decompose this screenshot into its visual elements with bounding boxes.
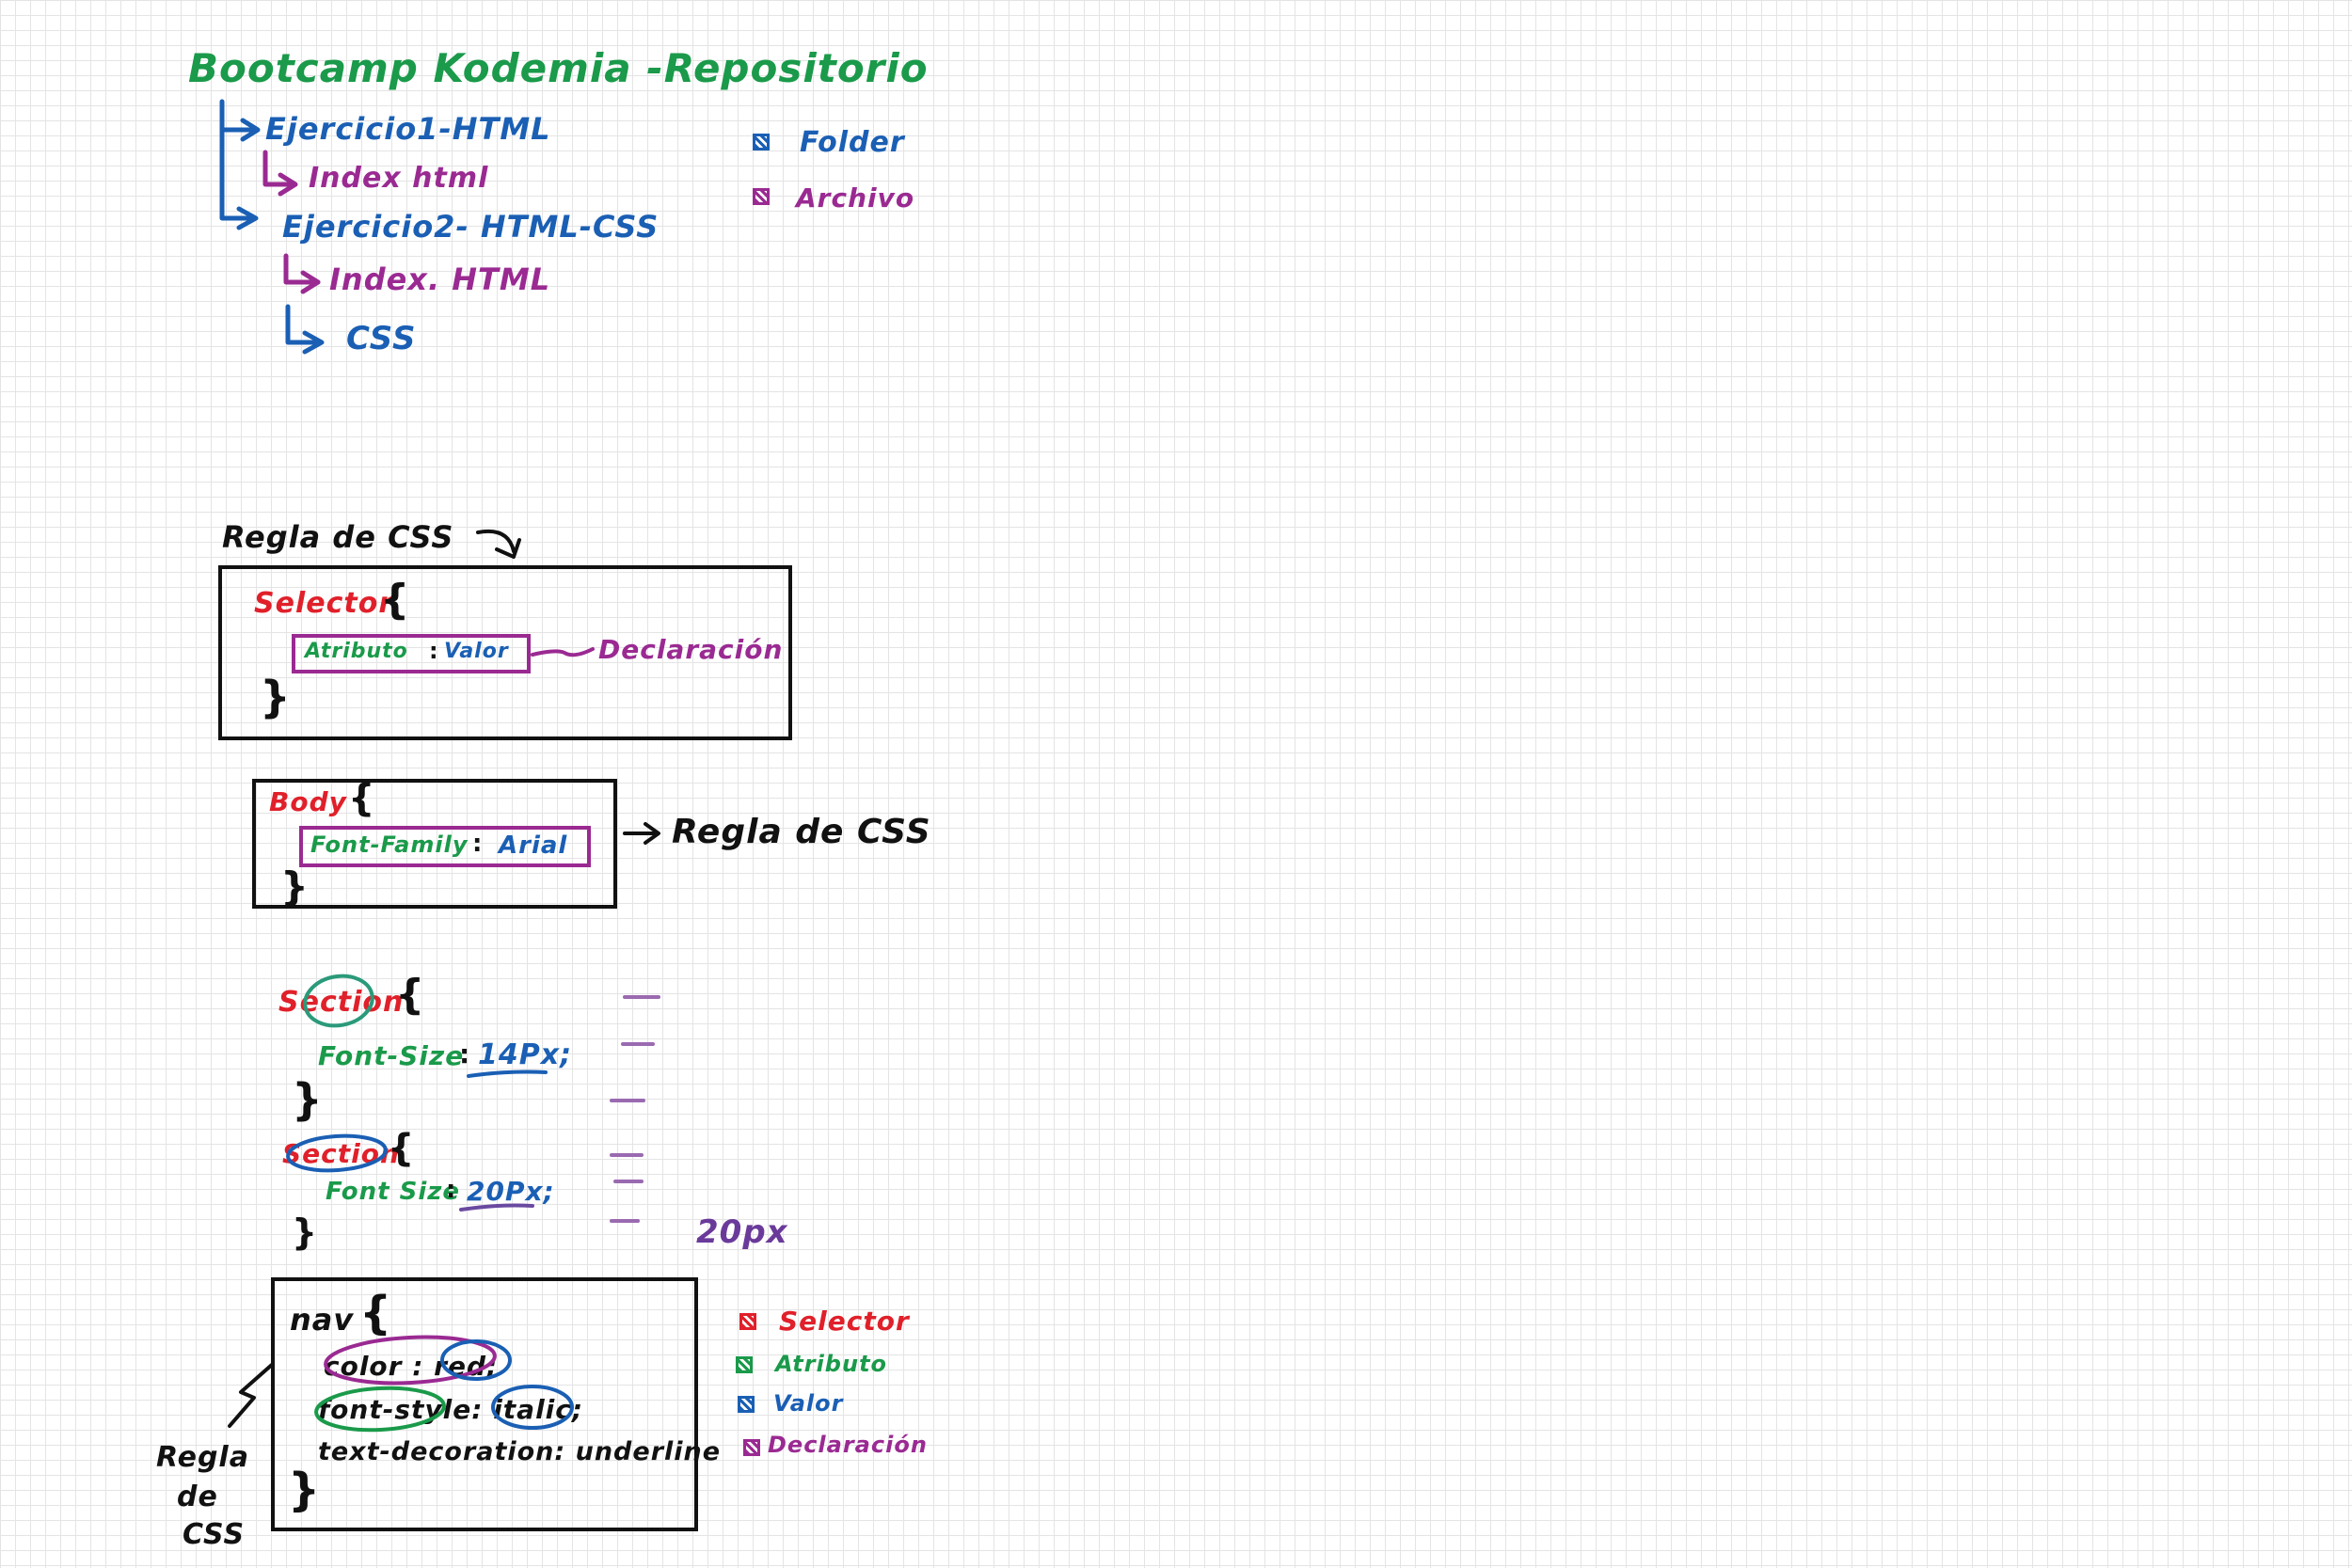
section1-open-brace: { bbox=[395, 971, 426, 1019]
valor-legend-swatch bbox=[738, 1396, 755, 1413]
nav-open-brace: { bbox=[359, 1287, 393, 1339]
section1-close-brace: } bbox=[292, 1074, 324, 1125]
declaracion-legend-swatch bbox=[743, 1439, 760, 1456]
folder-legend-label: Folder bbox=[800, 126, 905, 159]
section2-close-brace: } bbox=[292, 1212, 319, 1253]
rule-open-brace: { bbox=[380, 576, 411, 624]
tree-folder-ejercicio1: Ejercicio1-HTML bbox=[265, 111, 551, 147]
section1-colon: : bbox=[459, 1038, 471, 1069]
section1-selector: Section bbox=[278, 986, 405, 1019]
section2-selector: Section bbox=[282, 1138, 400, 1169]
nav-line-text-decoration: text-decoration: underline bbox=[318, 1437, 722, 1466]
folder-legend-swatch bbox=[753, 134, 770, 150]
body-selector: Body bbox=[269, 786, 347, 817]
selector-legend-label: Selector bbox=[779, 1306, 910, 1337]
declaracion-label: Declaración bbox=[598, 634, 784, 665]
body-declaration-box bbox=[299, 826, 591, 867]
declaracion-legend-label: Declaración bbox=[768, 1432, 928, 1458]
rule-value: Valor bbox=[444, 640, 509, 663]
body-value: Arial bbox=[499, 832, 568, 860]
body-attribute: Font-Family bbox=[310, 832, 469, 858]
nav-annotation-line1: Regla bbox=[156, 1441, 249, 1474]
archivo-legend-label: Archivo bbox=[796, 182, 915, 214]
section2-attribute: Font Size bbox=[326, 1178, 460, 1206]
rule-colon: : bbox=[429, 638, 439, 664]
body-colon: : bbox=[472, 830, 484, 858]
nav-line-color: color : red; bbox=[324, 1351, 499, 1382]
section2-value: 20Px; bbox=[467, 1176, 555, 1207]
rule-title: Regla de CSS bbox=[222, 519, 454, 555]
nav-line-font-style: font-style: italic; bbox=[318, 1394, 584, 1425]
rule-attribute: Atributo bbox=[305, 640, 408, 663]
body-annotation: Regla de CSS bbox=[672, 813, 931, 851]
rule-selector: Selector bbox=[254, 587, 394, 620]
rule-box bbox=[218, 565, 792, 740]
section2-colon: : bbox=[446, 1176, 457, 1204]
body-open-brace: { bbox=[348, 777, 376, 820]
side-note-20px: 20px bbox=[696, 1213, 788, 1251]
atributo-legend-swatch bbox=[736, 1356, 753, 1373]
declaration-box bbox=[292, 634, 531, 673]
atributo-legend-label: Atributo bbox=[775, 1351, 888, 1377]
section2-open-brace: { bbox=[388, 1127, 416, 1170]
nav-annotation-line3: CSS bbox=[183, 1518, 246, 1551]
tree-folder-ejercicio2: Ejercicio2- HTML-CSS bbox=[282, 209, 660, 245]
nav-close-brace: } bbox=[288, 1464, 322, 1516]
tree-file-index-1: Index html bbox=[309, 162, 489, 195]
valor-legend-label: Valor bbox=[773, 1390, 844, 1417]
section1-attribute: Font-Size bbox=[318, 1040, 465, 1071]
repo-title: Bootcamp Kodemia -Repositorio bbox=[188, 45, 929, 91]
archivo-legend-swatch bbox=[753, 188, 770, 205]
selector-legend-swatch bbox=[739, 1313, 756, 1330]
tree-folder-css: CSS bbox=[346, 320, 417, 357]
nav-selector: nav bbox=[290, 1302, 355, 1338]
tree-file-index-2: Index. HTML bbox=[329, 261, 551, 297]
body-close-brace: } bbox=[280, 863, 310, 910]
section1-value: 14Px; bbox=[478, 1038, 573, 1071]
nav-annotation-line2: de bbox=[177, 1481, 218, 1513]
rule-close-brace: } bbox=[260, 672, 292, 722]
body-rule-box bbox=[252, 779, 617, 909]
